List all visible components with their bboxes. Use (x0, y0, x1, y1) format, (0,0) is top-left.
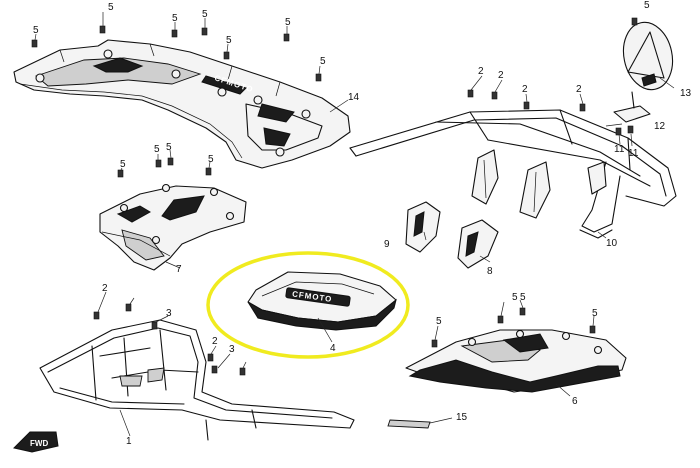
label-part-2c: 2 (522, 84, 528, 95)
part-4-cover-highlighted: CFMOTO (206, 251, 410, 359)
label-part-15: 15 (456, 412, 468, 423)
part-9-bracket (405, 201, 441, 253)
label-part-11b: 11 (628, 148, 639, 159)
label-part-5-reflector: 5 (644, 0, 650, 11)
fwd-label: FWD (30, 439, 48, 448)
label-part-2a: 2 (478, 66, 484, 77)
label-part-11a: 11 (614, 144, 625, 155)
label-part-2b: 2 (498, 70, 504, 81)
part-1-front-rack-frame (39, 319, 355, 441)
label-part-2d: 2 (576, 84, 582, 95)
label-part-5e: 5 (285, 17, 291, 28)
label-part-2e: 2 (102, 283, 108, 294)
label-part-12: 12 (654, 121, 666, 132)
part-6-rear-panel (405, 329, 627, 393)
label-part-5j: 5 (208, 154, 214, 165)
label-part-10: 10 (606, 238, 618, 249)
label-part-5d: 5 (226, 35, 232, 46)
label-part-2f: 2 (212, 336, 218, 347)
part-7-small-panel (99, 183, 247, 271)
label-part-5a: 5 (108, 2, 114, 13)
label-part-9: 9 (384, 239, 390, 250)
callout-labels: 1 2 2 2 2 2 2 3 3 4 5 5 5 5 5 5 5 5 5 5 … (33, 2, 692, 447)
label-part-5n: 5 (592, 308, 598, 319)
label-part-5i: 5 (154, 144, 160, 155)
label-part-8: 8 (487, 266, 493, 277)
label-part-7: 7 (176, 264, 182, 275)
label-part-6: 6 (572, 396, 578, 407)
label-part-14: 14 (348, 92, 360, 103)
label-part-5f: 5 (320, 56, 326, 67)
label-part-1: 1 (126, 436, 132, 447)
part-14-front-rack-panel: CFMOTO (13, 39, 351, 169)
label-part-5k: 5 (436, 316, 442, 327)
fwd-direction-arrow: FWD (13, 431, 59, 453)
label-part-5b: 5 (172, 13, 178, 24)
label-part-5g: 5 (33, 25, 39, 36)
label-part-4: 4 (330, 343, 336, 354)
label-part-5c: 5 (202, 9, 208, 20)
fasteners (31, 17, 638, 376)
part-10-rear-rack-frame (349, 109, 677, 239)
label-part-5m: 5 (520, 292, 526, 303)
label-part-13: 13 (680, 88, 692, 99)
part-8-bracket (457, 219, 499, 269)
label-part-5-panel7: 5 (166, 142, 172, 153)
label-part-3a: 3 (166, 308, 172, 319)
highlight-ring (206, 251, 410, 359)
label-part-5h: 5 (120, 159, 126, 170)
label-part-3b: 3 (229, 344, 235, 355)
part-12-mount-plate (613, 91, 651, 123)
leader-lines (34, 12, 675, 437)
part-15-strip (387, 419, 431, 429)
part-13-reflector (622, 21, 674, 91)
label-part-5l: 5 (512, 292, 518, 303)
